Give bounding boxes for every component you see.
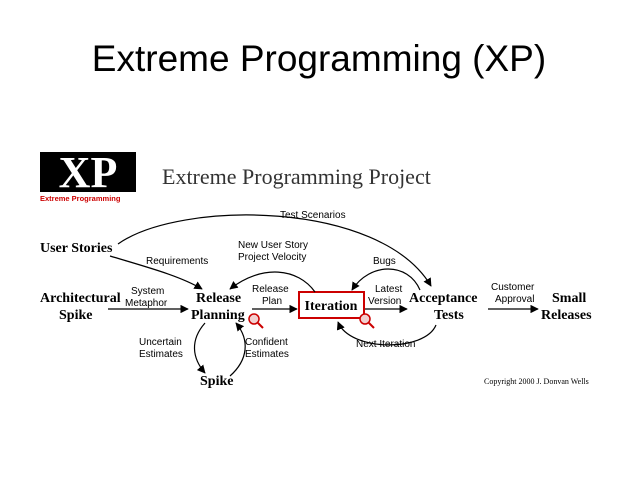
label-confident-estimates-line-1: Confident (245, 337, 288, 348)
xp-logo: XP Extreme Programming (40, 148, 136, 203)
edge-new-user-story (229, 271, 316, 293)
node-small-releases-line-1: Small (552, 291, 586, 306)
edge-bugs (351, 268, 421, 291)
node-architectural-spike-line-2: Spike (59, 308, 92, 323)
label-requirements: Requirements (146, 256, 208, 267)
xp-logo-caption: Extreme Programming (40, 194, 121, 203)
label-confident-estimates-line-2: Estimates (245, 349, 289, 360)
node-user-stories: User Stories (40, 241, 113, 256)
label-release-plan-line-2: Plan (262, 296, 282, 307)
node-release-planning-line-2: Planning (191, 308, 245, 323)
label-release-plan-line-1: Release (252, 284, 289, 295)
edge-uncertain-estimates (193, 322, 206, 374)
label-new-user-story-line-2: Project Velocity (238, 252, 306, 263)
label-uncertain-estimates-line-1: Uncertain (139, 337, 182, 348)
node-architectural-spike-line-1: Architectural (40, 291, 121, 306)
node-spike: Spike (200, 374, 233, 389)
node-iteration-box (298, 291, 365, 319)
xp-logo-letters: XP (59, 148, 118, 197)
label-system-metaphor-line-1: System (131, 286, 164, 297)
label-latest-version-line-1: Latest (375, 284, 402, 295)
edge-confident-estimates (229, 322, 246, 377)
node-acceptance-tests-line-1: Acceptance (409, 291, 477, 306)
magnifier-icon-iteration (359, 313, 375, 329)
edge-next-iteration (336, 321, 437, 346)
label-new-user-story-line-1: New User Story (238, 240, 308, 251)
node-iteration: Iteration (305, 299, 358, 314)
diagram-title: Extreme Programming Project (162, 164, 431, 189)
label-customer-approval-line-1: Customer (491, 282, 535, 293)
label-next-iteration: Next Iteration (356, 339, 415, 350)
node-small-releases-line-2: Releases (541, 308, 592, 323)
node-acceptance-tests-line-2: Tests (434, 308, 464, 323)
label-system-metaphor-line-2: Metaphor (125, 298, 168, 309)
label-uncertain-estimates-line-2: Estimates (139, 349, 183, 360)
slide-title: Extreme Programming (XP) (91, 38, 547, 79)
edge-requirements (109, 255, 203, 290)
label-bugs: Bugs (373, 256, 396, 267)
magnifier-icon-release (248, 313, 264, 329)
label-latest-version-line-2: Version (368, 296, 401, 307)
copyright-notice: Copyright 2000 J. Donvan Wells (484, 377, 589, 386)
node-release-planning-line-1: Release (196, 291, 241, 306)
edge-test-scenarios (117, 214, 432, 287)
label-test-scenarios: Test Scenarios (280, 210, 346, 221)
label-customer-approval-line-2: Approval (495, 294, 534, 305)
